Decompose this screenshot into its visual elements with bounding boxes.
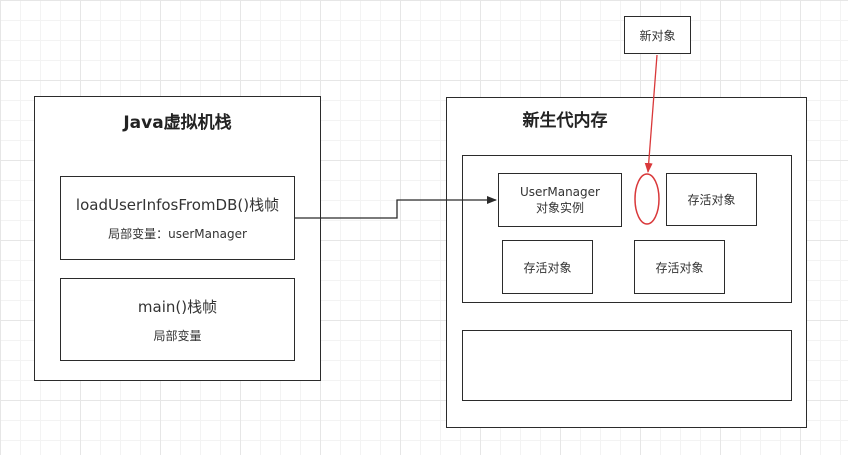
frame-main-vars: 局部变量 <box>153 328 202 343</box>
new-object-box: 新对象 <box>624 16 691 54</box>
survivor-object-3-label: 存活对象 <box>655 260 704 275</box>
survivor-object-3: 存活对象 <box>634 240 725 294</box>
survivor-object-1: 存活对象 <box>666 173 757 226</box>
survivor-region <box>462 330 792 401</box>
user-manager-line2: 对象实例 <box>535 200 584 215</box>
frame-main: main()栈帧 局部变量 <box>60 278 295 361</box>
user-manager-line1: UserManager <box>520 184 600 199</box>
frame-load-user-infos: loadUserInfosFromDB()栈帧 局部变量：userManager <box>60 176 295 260</box>
new-object-label: 新对象 <box>639 28 676 43</box>
frame-main-title: main()栈帧 <box>137 297 218 316</box>
survivor-object-1-label: 存活对象 <box>687 193 736 207</box>
frame-load-title: loadUserInfosFromDB()栈帧 <box>75 196 280 214</box>
jvm-stack-title: Java虚拟机栈 <box>123 113 232 133</box>
survivor-object-2-label: 存活对象 <box>523 260 572 275</box>
user-manager-object: UserManager 对象实例 <box>498 173 622 227</box>
frame-load-vars: 局部变量：userManager <box>108 227 247 241</box>
survivor-object-2: 存活对象 <box>502 240 593 294</box>
young-gen-title: 新生代内存 <box>522 111 608 131</box>
